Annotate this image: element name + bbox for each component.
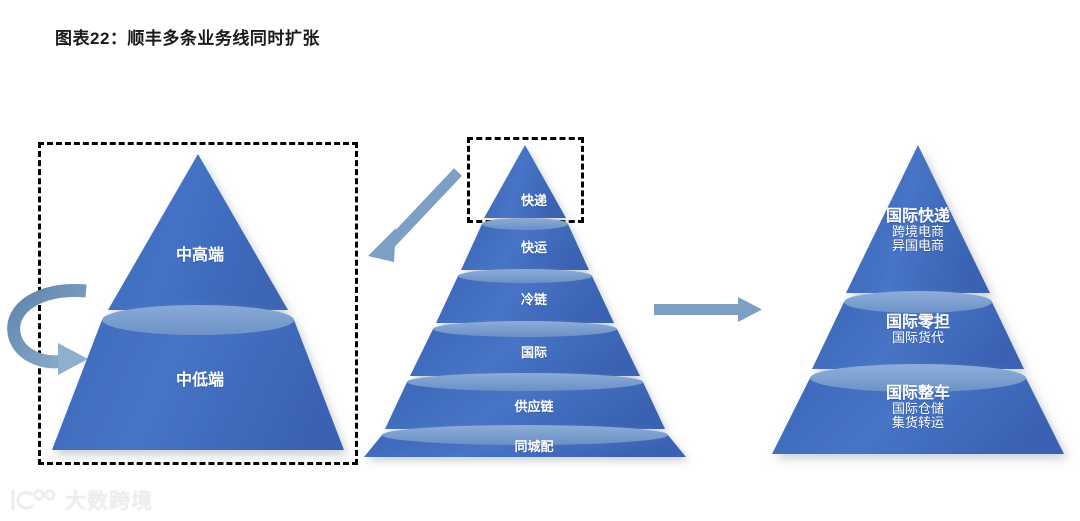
mid-layer-cold-chain-shape xyxy=(436,269,614,323)
international-business-pyramid: 国际快递 跨境电商 异国电商 国际零担 国际货代 国际整车 国际仓储 集货转运 xyxy=(768,142,1068,460)
right-layer-intl-ltl-shape xyxy=(812,291,1024,369)
mid-layer-express-shape xyxy=(484,145,566,218)
diagonal-down-left-arrow xyxy=(368,168,462,262)
dashu-kuajing-logo-icon xyxy=(11,489,56,511)
left-layer-mid-high-shape xyxy=(108,154,288,310)
left-layer-mid-low-shape xyxy=(52,305,344,450)
right-layer-intl-express-shape xyxy=(846,145,990,293)
footer-watermark: 大数跨境 xyxy=(8,485,153,515)
mid-layer-international-shape xyxy=(410,321,640,376)
business-line-pyramid: 快递 快运 冷链 国际 供应链 同城配 xyxy=(364,142,700,460)
right-layer-intl-ftl-shape xyxy=(772,364,1064,454)
curved-loop-arrow xyxy=(7,284,88,375)
mid-layer-intracity-shape xyxy=(364,425,686,457)
mid-layer-freight-shape xyxy=(461,218,589,270)
horizontal-right-arrow xyxy=(654,297,762,322)
page-title: 图表22：顺丰多条业务线同时扩张 xyxy=(55,29,320,48)
watermark-text: 大数跨境 xyxy=(65,490,153,513)
mid-layer-supply-chain-shape xyxy=(385,373,665,429)
domestic-tier-pyramid: 中高端 中低端 xyxy=(40,150,360,460)
